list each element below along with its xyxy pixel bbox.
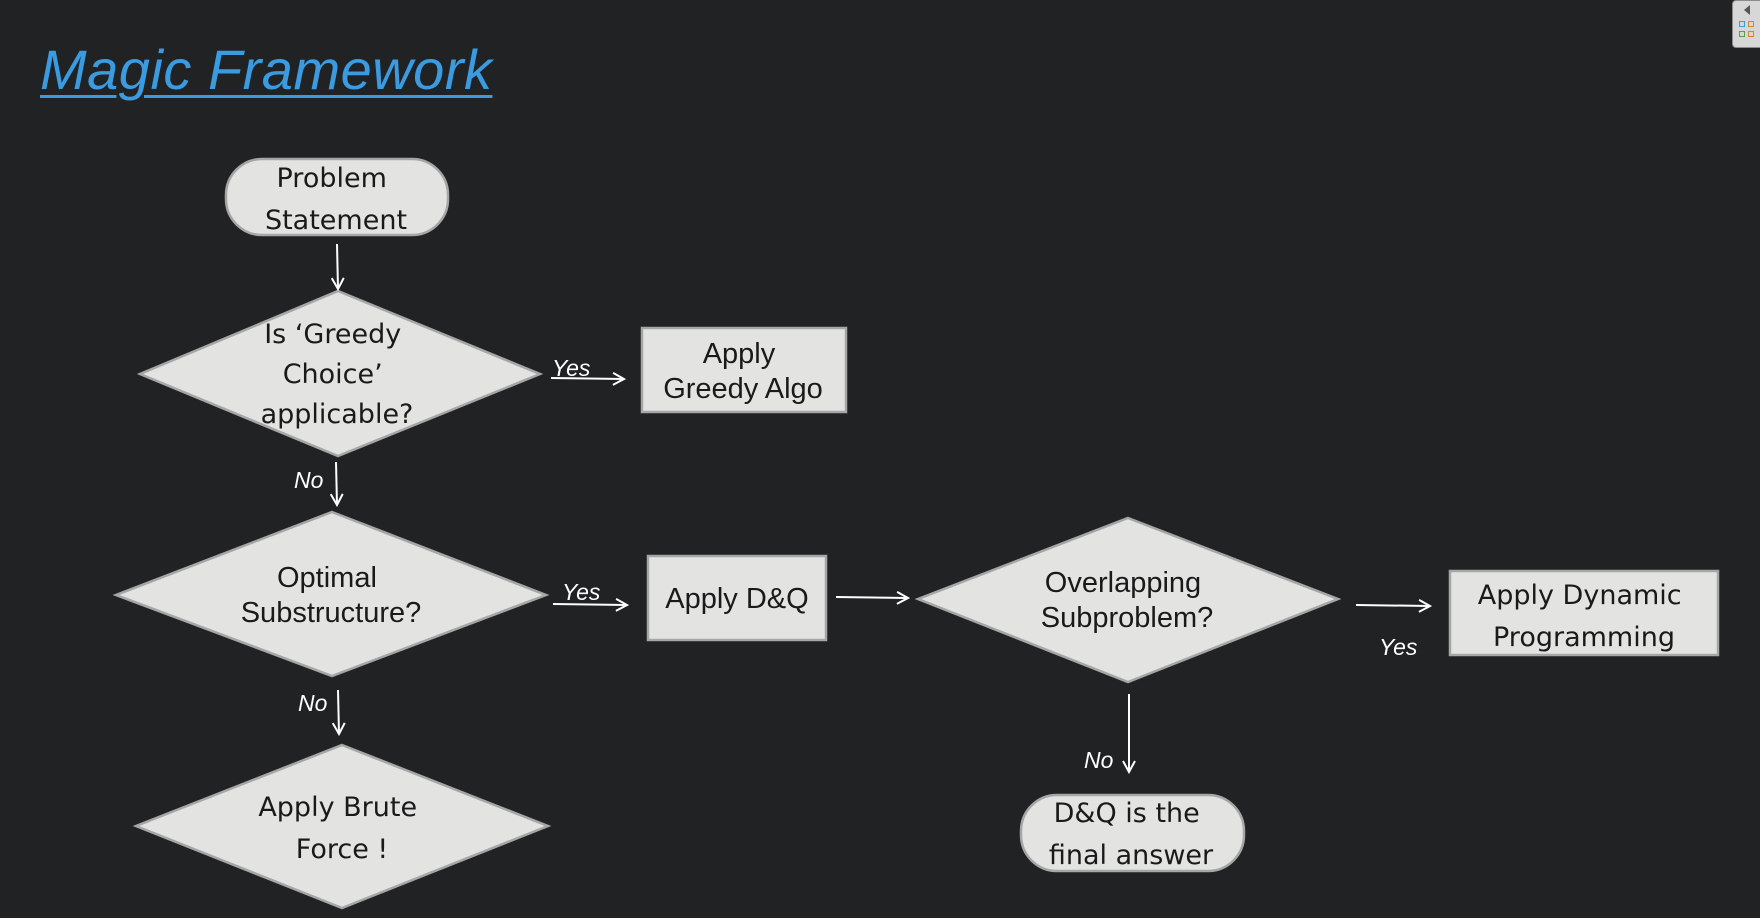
- svg-text:Is ‘Greedy Choice’: Is ‘Greedy Choice’ applicable?: [261, 319, 414, 430]
- edge-label-overlap-yes: Yes: [1379, 634, 1418, 660]
- svg-text:Apply D&Q: Apply D&Q: [665, 583, 808, 615]
- page-title: Magic Framework: [40, 38, 493, 101]
- edge-label-optimal-no: No: [298, 690, 328, 716]
- panel-grid-icon-cell: [1739, 31, 1745, 37]
- svg-text:Optimal Substructure?: Optimal Substructure?: [241, 562, 422, 629]
- panel-grid-icon-cell: [1748, 31, 1754, 37]
- svg-text:Overlapping Subproblem?: Overlapping Subproblem?: [1041, 567, 1214, 634]
- edge-label-optimal-yes: Yes: [562, 579, 601, 605]
- arrow-greedy-no: [336, 461, 337, 505]
- chevron-left-icon: [1744, 5, 1750, 15]
- apply-dq-node: Apply D&Q: [646, 554, 828, 642]
- problem-statement-node: Problem Statement: [224, 157, 450, 237]
- svg-text:D&Q is the final answer: D&Q is the final answer: [1049, 798, 1214, 871]
- arrow-problem-to-greedy: [337, 243, 338, 289]
- svg-text:Apply Brute Force !: Apply Brute Force !: [258, 792, 425, 865]
- arrow-optimal-yes: [552, 604, 627, 605]
- side-panel-toggle[interactable]: [1732, 0, 1760, 48]
- edge-label-overlap-no: No: [1084, 747, 1114, 773]
- panel-grid-icon-cell: [1748, 21, 1754, 27]
- greedy-choice-decision: Is ‘Greedy Choice’ applicable?: [136, 289, 544, 458]
- arrow-dq-to-overlap: [835, 597, 908, 598]
- brute-force-node: Apply Brute Force !: [132, 743, 552, 910]
- svg-text:Apply Greedy Algo: Apply Greedy Algo: [663, 338, 823, 405]
- edge-label-greedy-no: No: [294, 467, 324, 493]
- svg-text:Apply Dynamic Programmin: Apply Dynamic Programming: [1478, 580, 1690, 653]
- svg-text:Problem Statement: Problem Statement: [265, 163, 407, 236]
- optimal-substructure-decision: Optimal Substructure?: [112, 510, 550, 678]
- dq-final-node: D&Q is the final answer: [1019, 793, 1246, 873]
- overlapping-subproblem-decision: Overlapping Subproblem?: [914, 516, 1342, 684]
- apply-dp-node: Apply Dynamic Programming: [1448, 569, 1720, 657]
- edge-label-greedy-yes: Yes: [552, 355, 591, 381]
- panel-grid-icon: [1739, 21, 1745, 27]
- apply-greedy-node: Apply Greedy Algo: [640, 326, 848, 414]
- arrow-overlap-yes: [1355, 605, 1430, 606]
- arrow-greedy-yes: [550, 378, 624, 379]
- arrow-optimal-no: [338, 689, 339, 734]
